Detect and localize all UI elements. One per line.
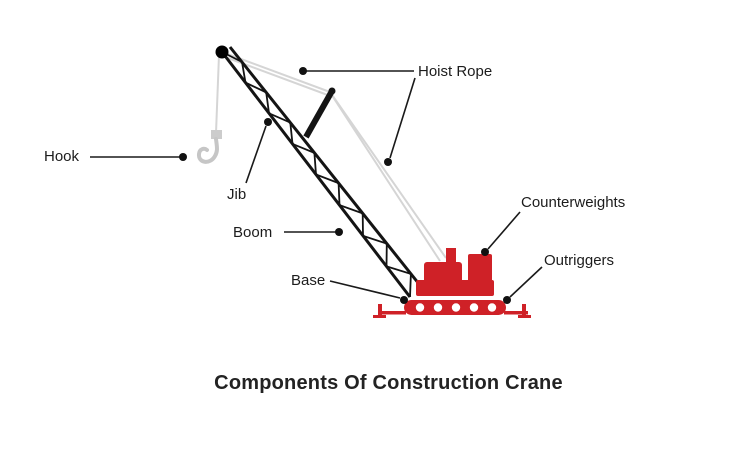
label-outriggers: Outriggers [544, 252, 615, 269]
label-boom: Boom [233, 224, 273, 241]
hoist-rope-leader-dot-2 [384, 158, 392, 166]
hoist-rope-line-2 [224, 56, 441, 262]
wheel [415, 303, 425, 312]
label-hook: Hook [44, 148, 80, 165]
label-hoist-rope: Hoist Rope [418, 63, 493, 80]
hook-icon [197, 137, 219, 164]
hoist-rope-leader-line-2 [389, 77, 416, 159]
jib-leader-line [245, 125, 267, 184]
counterweight-block [468, 254, 492, 286]
right-outrigger-arm [504, 311, 528, 315]
boom-cross-bracing [221, 51, 412, 298]
outriggers-leader-dot [503, 296, 511, 304]
label-jib: Jib [227, 186, 247, 203]
label-base: Base [291, 272, 326, 289]
jib-strut [303, 89, 335, 139]
outriggers-leader-line [509, 266, 543, 298]
deck [416, 280, 494, 296]
hook-leader-dot [179, 153, 187, 161]
crane-body [373, 248, 531, 318]
wheel [469, 303, 479, 312]
wheel [451, 303, 461, 312]
base-leader-line [329, 280, 401, 299]
leader-lines [90, 67, 543, 304]
hook-block [211, 130, 222, 139]
right-outrigger-foot [522, 304, 526, 317]
wheel [487, 303, 497, 312]
label-counterweights: Counterweights [521, 194, 626, 211]
right-outrigger-pad [518, 315, 531, 318]
left-outrigger-pad [373, 315, 386, 318]
hook-rope [215, 54, 220, 134]
jib-strut-pin [328, 87, 336, 95]
boom-chord-inner [228, 46, 425, 290]
jib-leader-dot [264, 118, 272, 126]
engine-housing [446, 248, 456, 264]
boom-tip-pin [215, 45, 229, 59]
wheel [433, 303, 443, 312]
diagram-title: Components Of Construction Crane [214, 372, 563, 394]
left-outrigger-foot [378, 304, 382, 317]
counterweights-leader-dot [481, 248, 489, 256]
hoist-rope-leader-dot-1 [299, 67, 307, 75]
boom-lattice [220, 46, 425, 298]
left-outrigger-arm [378, 311, 406, 315]
boom-leader-dot [335, 228, 343, 236]
base-leader-dot [400, 296, 408, 304]
hook-assembly [197, 130, 222, 164]
counterweights-leader-line [487, 211, 521, 250]
